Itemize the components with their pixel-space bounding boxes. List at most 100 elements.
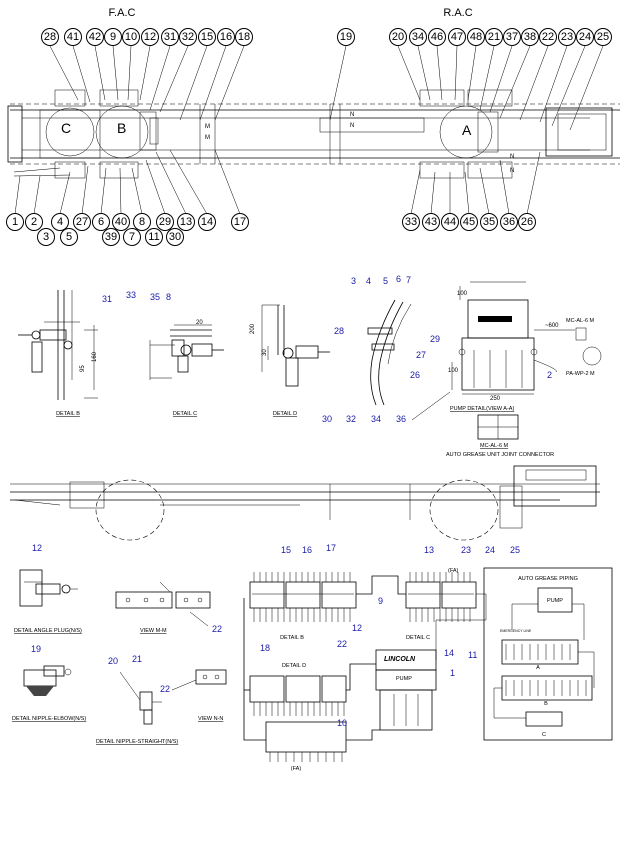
callout-bubble-32: 32 (179, 28, 197, 46)
view-nn-drawing (171, 669, 227, 691)
callout-label: 38 (524, 31, 536, 43)
hose-callout-28: 28 (334, 326, 344, 336)
callout-label: 19 (340, 31, 352, 43)
callout-bubble-16: 16 (217, 28, 235, 46)
callout-label: 40 (115, 216, 127, 228)
callout-bubble-30: 30 (166, 228, 184, 246)
front-axle-header: F.A.C (109, 7, 136, 19)
detail-c-callout-8: 8 (166, 292, 171, 302)
nipple-elbow-caption: DETAIL NIPPLE-ELBOW(N/S) (12, 716, 86, 722)
connector-label: MC-AL-6 M (480, 443, 509, 449)
leader-lines (14, 45, 604, 215)
piping-detail-c-label: DETAIL C (406, 635, 430, 641)
svg-text:M: M (205, 135, 210, 141)
callout-label: 26 (521, 216, 533, 228)
callout-label: 34 (412, 31, 424, 43)
detail-c-callout-35: 35 (150, 292, 160, 302)
callout-label: 27 (76, 216, 88, 228)
callout-bubble-23: 23 (558, 28, 576, 46)
callout-bubble-25: 25 (594, 28, 612, 46)
hose-callout-32: 32 (346, 414, 356, 424)
callout-label: 10 (125, 31, 137, 43)
svg-text:M: M (205, 124, 210, 130)
detail-b-dim-95: 95 (80, 365, 86, 372)
callout-label: 24 (579, 31, 591, 43)
callout-bubble-48: 48 (467, 28, 485, 46)
auto-grease-note: EMERGENCY LINE (500, 629, 532, 633)
auto-grease-title: AUTO GREASE PIPING (518, 576, 578, 582)
callout-label: 6 (98, 216, 104, 228)
callout-bubble-22: 22 (539, 28, 557, 46)
callout-label: 21 (488, 31, 500, 43)
piping-fa-bottom: (FA) (291, 766, 302, 772)
callout-bubble-35: 35 (480, 213, 498, 231)
callout-bubble-28: 28 (41, 28, 59, 46)
detail-b-dim-160: 160 (92, 351, 98, 362)
callout-label: 11 (148, 231, 159, 243)
nipple-elbow-callout-19: 19 (31, 644, 41, 654)
piping-callout-23: 23 (461, 545, 471, 555)
callout-label: 25 (597, 31, 609, 43)
detail-b-callout: 31 (102, 294, 112, 304)
piping-callout-13: 13 (424, 545, 434, 555)
detail-d-dim-30: 30 (262, 349, 268, 356)
detail-b-drawing (18, 290, 98, 400)
callout-bubble-47: 47 (448, 28, 466, 46)
callout-bubble-34: 34 (409, 28, 427, 46)
callout-label: 20 (392, 31, 404, 43)
hose-callout-4: 4 (366, 276, 371, 286)
pump-label-mc: MC-AL-6 M (566, 318, 595, 324)
piping-tick-marks (253, 572, 471, 762)
callout-label: 32 (182, 31, 194, 43)
callout-label: 13 (180, 216, 192, 228)
callout-label: 42 (89, 31, 101, 43)
grease-connector (477, 414, 519, 440)
angle-plug-callout-12: 12 (32, 543, 42, 553)
view-mm-callout-22: 22 (212, 624, 222, 634)
piping-callout-15: 15 (281, 545, 291, 555)
auto-grease-c: C (542, 732, 546, 738)
pump-detail-drawing (411, 281, 602, 421)
callout-bubble-14: 14 (198, 213, 216, 231)
piping-callout-18: 18 (260, 643, 270, 653)
callout-bubble-13: 13 (177, 213, 195, 231)
callout-label: 16 (220, 31, 232, 43)
hose-callout-26: 26 (410, 370, 420, 380)
callout-bubble-8: 8 (133, 213, 151, 231)
hose-callout-6: 6 (396, 274, 401, 284)
callout-bubble-45: 45 (460, 213, 478, 231)
pump-dim-600: ~600 (545, 323, 559, 329)
callout-bubble-41: 41 (64, 28, 82, 46)
pump-callout-2: 2 (547, 370, 552, 380)
nipple-straight-caption: DETAIL NIPPLE-STRAIGHT(N/S) (96, 739, 178, 745)
detail-c-drawing (149, 324, 224, 380)
callout-bubble-19: 19 (337, 28, 355, 46)
angle-plug-caption: DETAIL ANGLE PLUG(N/S) (14, 628, 82, 634)
hose-callout-3: 3 (351, 276, 356, 286)
callout-label: 2 (31, 216, 37, 228)
callout-label: 29 (159, 216, 171, 228)
callout-bubble-31: 31 (161, 28, 179, 46)
svg-text:N: N (350, 112, 354, 118)
callout-label: 37 (506, 31, 518, 43)
callout-bubble-11: 11 (145, 228, 163, 246)
callout-label: 22 (542, 31, 554, 43)
callout-label: 3 (43, 231, 49, 243)
callout-bubble-43: 43 (422, 213, 440, 231)
callout-bubble-40: 40 (112, 213, 130, 231)
callout-bubble-5: 5 (60, 228, 78, 246)
auto-grease-inset (483, 567, 613, 741)
pump-dim-100-top: 100 (457, 291, 468, 297)
callout-label: 18 (238, 31, 250, 43)
detail-c-caption: DETAIL C (173, 411, 197, 417)
detail-c-dim: 20 (196, 320, 203, 326)
hose-callout-27: 27 (416, 350, 426, 360)
hose-callout-34: 34 (371, 414, 381, 424)
callout-label: 48 (470, 31, 482, 43)
angle-plug-drawing (19, 569, 78, 607)
piping-detail-b-label: DETAIL B (280, 635, 304, 641)
svg-text:N: N (350, 123, 354, 129)
rear-axle-header: R.A.C (443, 7, 472, 19)
piping-detail-d-label: DETAIL D (282, 663, 306, 669)
